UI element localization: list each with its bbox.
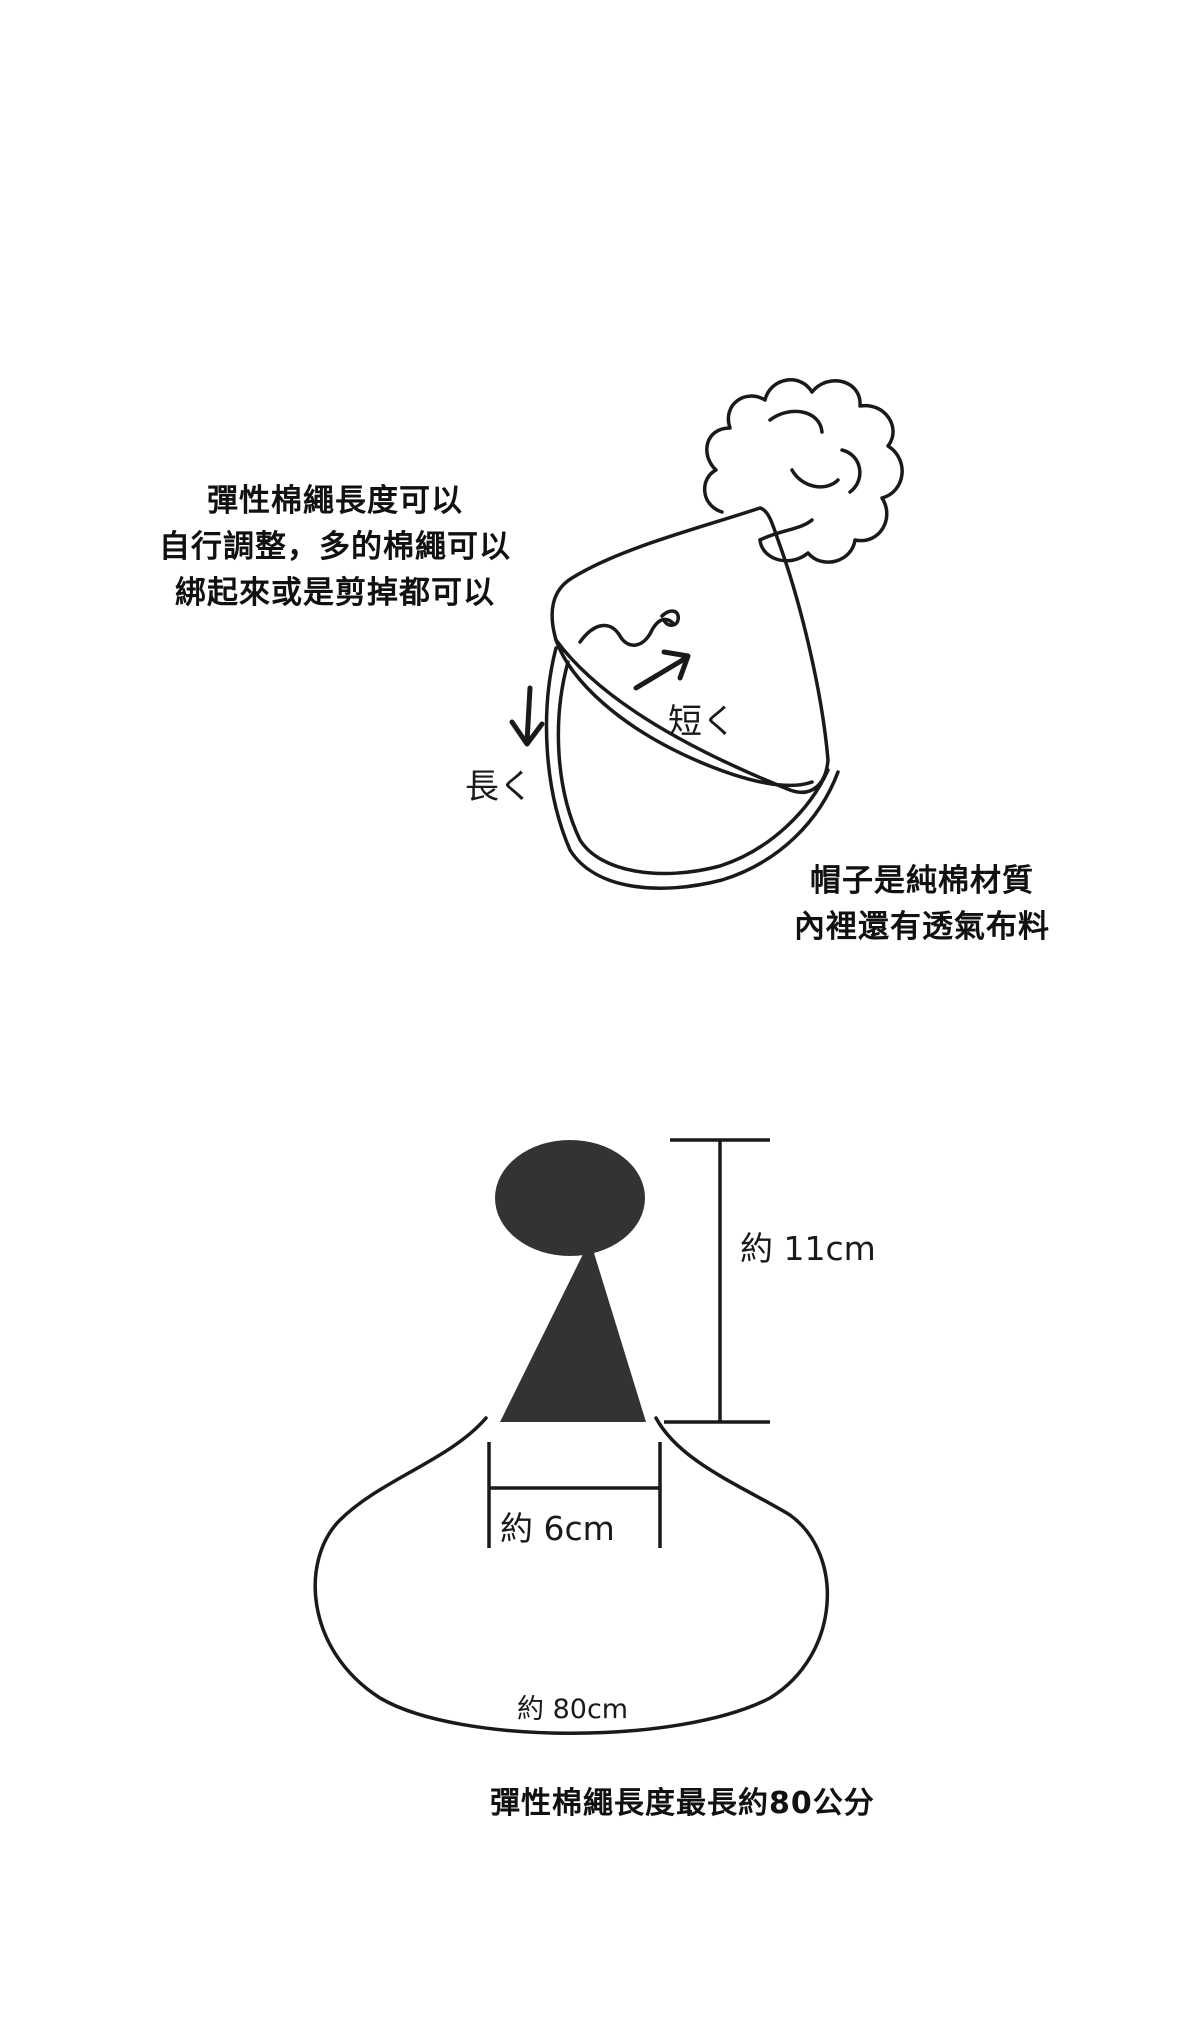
rope-note-line-3: 綁起來或是剪掉都可以 [175,575,495,611]
rope-adjust-note: 彈性棉繩長度可以 自行調整，多的棉繩可以 綁起來或是剪掉都可以 [120,478,550,616]
label-long: 長く [465,767,533,807]
arrow-up-right-icon [633,649,691,691]
width-dimension [487,1442,662,1548]
rope-loop [313,1416,830,1735]
pompom-icon [702,378,904,564]
label-rope-length: 約 80cm [517,1694,628,1725]
material-note-line-1: 帽子是純棉材質 [810,863,1034,899]
hat-body [544,506,840,890]
hat-cone-shape [500,1240,646,1422]
arrow-down-icon [509,685,545,747]
material-note: 帽子是純棉材質 內裡還有透氣布料 [752,858,1092,950]
pompom-shape [495,1140,645,1256]
dimension-diagram: 約 11cm 約 6cm 約 80cm [313,1138,876,1735]
rope-note-line-1: 彈性棉繩長度可以 [207,483,463,519]
material-note-line-2: 內裡還有透氣布料 [794,909,1050,945]
rope-length-note: 彈性棉繩長度最長約80公分 [490,1786,875,1821]
label-height: 約 11cm [740,1229,876,1268]
label-short: 短く [668,702,736,742]
label-width: 約 6cm [500,1509,615,1548]
rope-note-line-2: 自行調整，多的棉繩可以 [159,529,511,565]
height-dimension [664,1138,770,1424]
